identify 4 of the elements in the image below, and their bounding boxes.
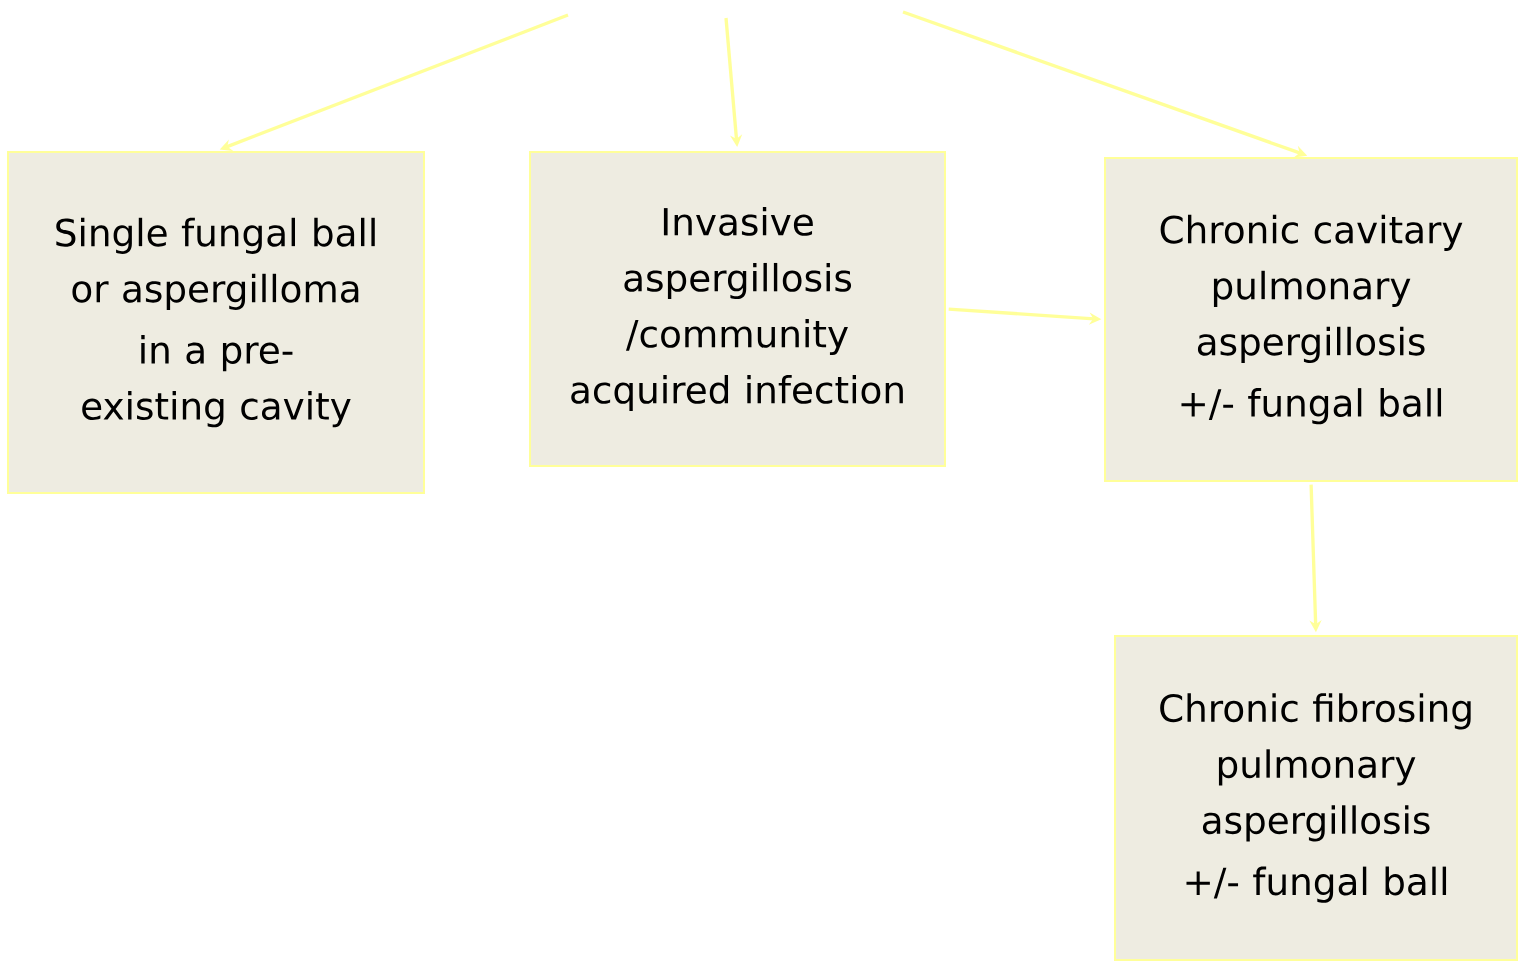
process-box: Single fungal ball or aspergilloma in a pre-existing cavity (7, 151, 425, 494)
process-box: Chronic cavitary pulmonary aspergillosis +/- fungal ball (1104, 157, 1518, 482)
process-box: Invasive aspergillosis /community acquired infection (529, 151, 946, 467)
process-box: Chronic fibrosing pulmonary aspergillosis +/- fungal ball (1114, 635, 1518, 961)
